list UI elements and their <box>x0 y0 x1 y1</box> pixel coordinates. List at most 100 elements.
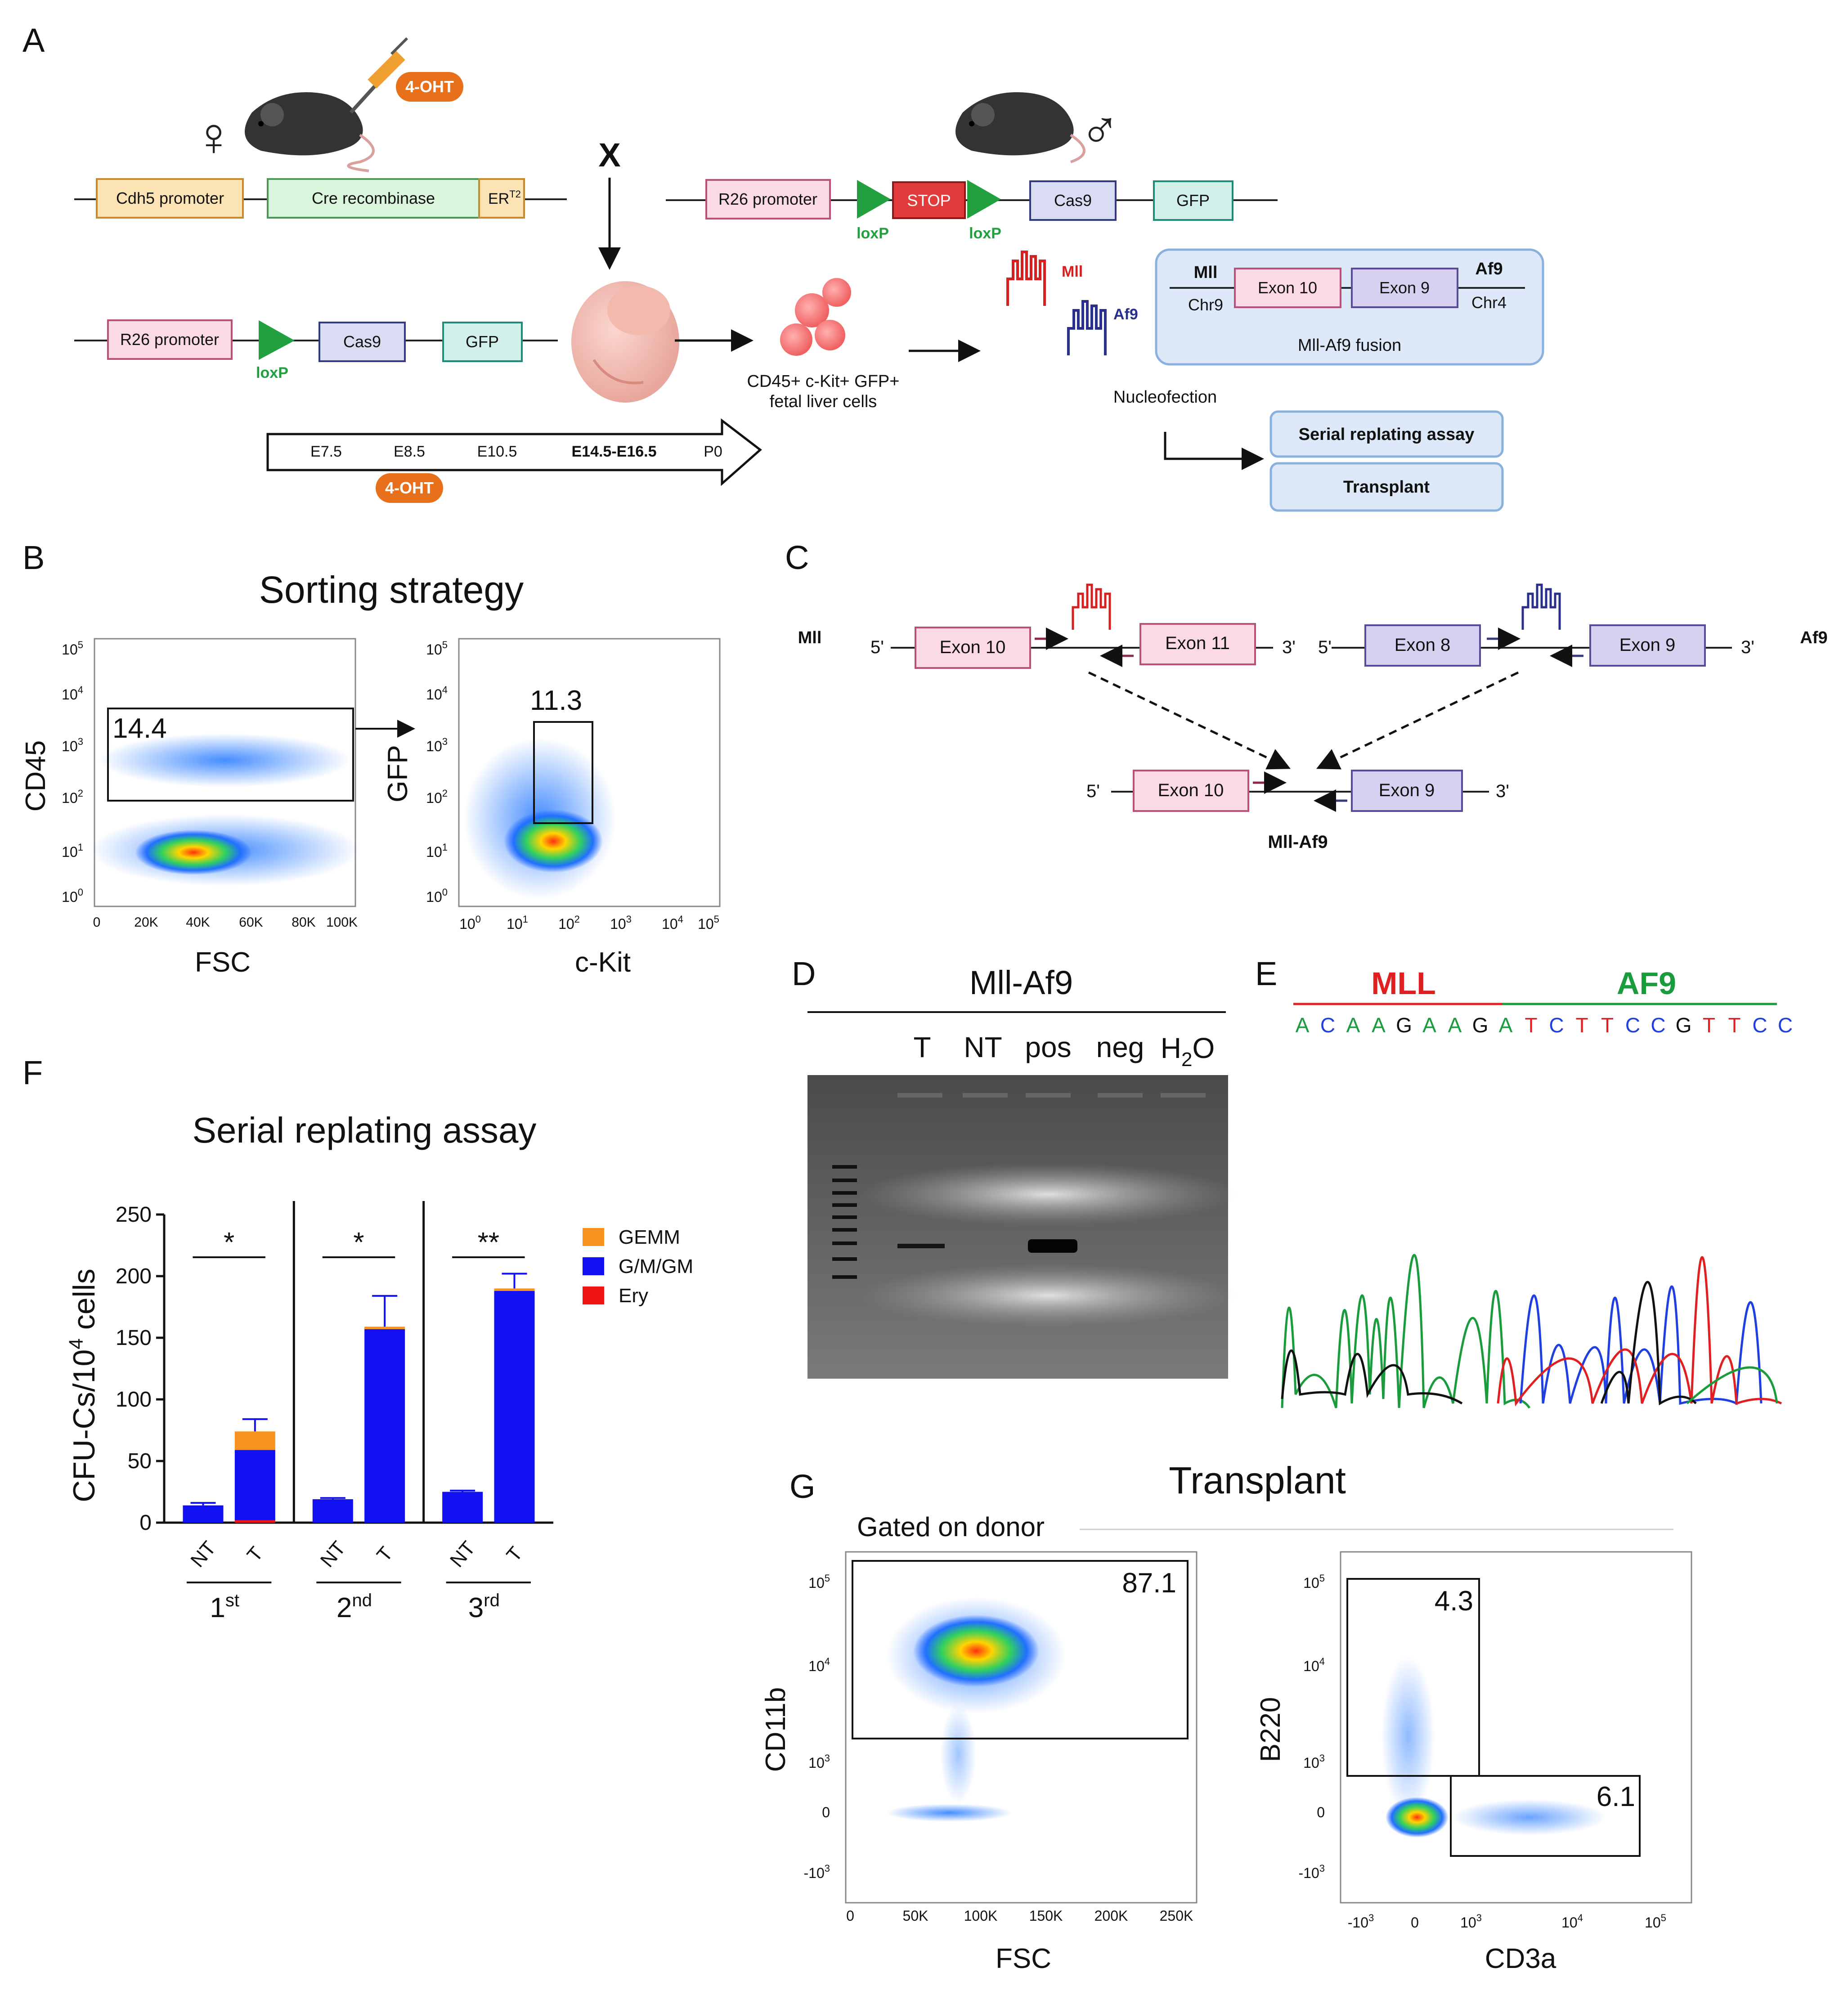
svg-text:-103: -103 <box>1299 1863 1325 1881</box>
svg-text:0: 0 <box>846 1908 854 1924</box>
svg-text:105: 105 <box>808 1573 830 1591</box>
timeline-arrow <box>266 418 762 486</box>
cross-symbol: X <box>598 136 620 174</box>
svg-text:104: 104 <box>62 684 83 703</box>
f-y-tick-label: 50 <box>128 1449 152 1473</box>
g-plot1-gate-value: 87.1 <box>1122 1568 1176 1599</box>
c-exon11-box <box>1139 623 1256 665</box>
af9-guide-rna-icon <box>1067 300 1107 355</box>
panel-letter-c: C <box>785 539 809 576</box>
f-y-tick-label: 150 <box>116 1326 152 1350</box>
cdh5-promoter-label: Cdh5 promoter <box>116 189 224 207</box>
d-band-t <box>897 1244 945 1248</box>
b-plot1-populations <box>90 733 360 886</box>
b-plot2-yticks: 105 104 103 102 101 100 <box>426 639 448 905</box>
e-base-letter: C <box>1625 1013 1640 1037</box>
e-base-letter: T <box>1728 1013 1740 1037</box>
g-plot2-xlabel: CD3a <box>1485 1943 1556 1974</box>
nucleofection-label: Nucleofection <box>1113 388 1217 407</box>
svg-text:0: 0 <box>1317 1804 1325 1820</box>
f-bar-segment <box>494 1288 535 1291</box>
af9-guide-label: Af9 <box>1113 306 1138 323</box>
f-legend: GEMM G/M/GM Ery <box>583 1226 693 1307</box>
f-y-tick-label: 200 <box>116 1264 152 1288</box>
r26-promoter-box-male <box>705 179 831 220</box>
e-base-letter: A <box>1346 1013 1360 1037</box>
fusion-chr9-label: Chr9 <box>1188 296 1223 314</box>
g-plot2-xticks: -103 0 103 104 105 <box>1348 1912 1666 1931</box>
svg-text:103: 103 <box>808 1752 830 1771</box>
drug-badge <box>396 72 463 102</box>
svg-text:150K: 150K <box>1029 1908 1063 1924</box>
mll-guide-label: Mll <box>1062 263 1083 280</box>
c-fusion-5prime: 5' <box>1086 781 1100 801</box>
f-y-tick-label: 250 <box>116 1203 152 1227</box>
timeline-e75: E7.5 <box>310 443 342 460</box>
f-y-tick-label: 100 <box>116 1388 152 1412</box>
svg-text:105: 105 <box>698 914 719 932</box>
e-base-letter: T <box>1525 1013 1537 1037</box>
f-x-tick-label: NT <box>446 1537 480 1571</box>
cas9-label: Cas9 <box>343 332 381 351</box>
serial-replating-box <box>1269 410 1504 458</box>
svg-text:H2O: H2O <box>1161 1032 1215 1071</box>
g-plot2-gate-b220 <box>1346 1578 1480 1777</box>
f-bar-segment <box>494 1291 535 1523</box>
svg-text:200K: 200K <box>1094 1908 1128 1924</box>
svg-text:104: 104 <box>1303 1656 1325 1674</box>
f-title: Serial replating assay <box>193 1110 537 1150</box>
g-plot2-gate2-value: 6.1 <box>1597 1781 1635 1812</box>
c-af9-5prime: 5' <box>1318 637 1332 657</box>
cre-label: Cre recombinase <box>312 189 435 207</box>
loxp-icon-1 <box>857 180 891 219</box>
c-mll-guide-icon <box>1072 583 1111 630</box>
fusion-exon10-box <box>1234 268 1341 308</box>
transplant-box <box>1269 462 1504 512</box>
d-gel-glow <box>859 1163 1237 1327</box>
c-fusion-exon9-box <box>1351 770 1463 812</box>
svg-text:105: 105 <box>1303 1573 1325 1591</box>
c-fusion-label: Mll-Af9 <box>1268 832 1328 852</box>
f-group-label: 2nd <box>336 1591 372 1623</box>
f-y-tick-label: 0 <box>139 1511 152 1535</box>
f-sig-label: * <box>353 1227 364 1258</box>
e-chromatogram-traces <box>1281 1254 1782 1409</box>
f-bar-segment <box>364 1329 405 1523</box>
f-legend-label-ery: Ery <box>619 1285 648 1307</box>
svg-text:103: 103 <box>1460 1912 1482 1931</box>
loxp-label-3: loxP <box>256 364 288 381</box>
svg-text:105: 105 <box>1645 1912 1666 1931</box>
svg-text:101: 101 <box>507 914 528 932</box>
fusion-chr4-label: Chr4 <box>1471 293 1507 312</box>
svg-text:80K: 80K <box>292 915 315 930</box>
g-plot2-gate-cd3 <box>1450 1775 1641 1857</box>
g-plot1-xticks: 0 50K 100K 150K 200K 250K <box>846 1908 1193 1924</box>
c-dashed-arrow-right <box>1316 671 1519 770</box>
fusion-label: Mll-Af9 fusion <box>1298 336 1401 355</box>
b-plot2-xlabel: c-Kit <box>575 947 631 978</box>
g-plot1-ylabel: CD11b <box>760 1687 791 1772</box>
e-base-letter: T <box>1575 1013 1588 1037</box>
d-gel-image <box>807 1075 1228 1379</box>
c-fusion-exon10-box <box>1133 770 1249 812</box>
svg-text:pos: pos <box>1025 1031 1071 1063</box>
e-base-letter: G <box>1472 1013 1489 1037</box>
panel-letter-f: F <box>22 1054 43 1091</box>
timeline-e145: E14.5-E16.5 <box>571 443 656 460</box>
ert2-label: ERT2 <box>488 188 521 207</box>
svg-text:104: 104 <box>426 684 448 703</box>
stop-label: STOP <box>907 191 951 210</box>
e-base-letter: C <box>1320 1013 1335 1037</box>
f-bar-segment <box>234 1431 275 1450</box>
e-base-letter: C <box>1752 1013 1767 1037</box>
svg-text:0: 0 <box>822 1804 830 1820</box>
cas9-box <box>318 322 406 362</box>
svg-text:100K: 100K <box>964 1908 998 1924</box>
c-mll-5prime: 5' <box>870 637 884 657</box>
svg-text:50K: 50K <box>903 1908 928 1924</box>
embryo-icon <box>571 281 679 403</box>
c-dashed-arrow-left <box>1088 671 1291 770</box>
f-bar-segment <box>234 1520 275 1523</box>
panel-b-title: Sorting strategy <box>259 569 524 611</box>
